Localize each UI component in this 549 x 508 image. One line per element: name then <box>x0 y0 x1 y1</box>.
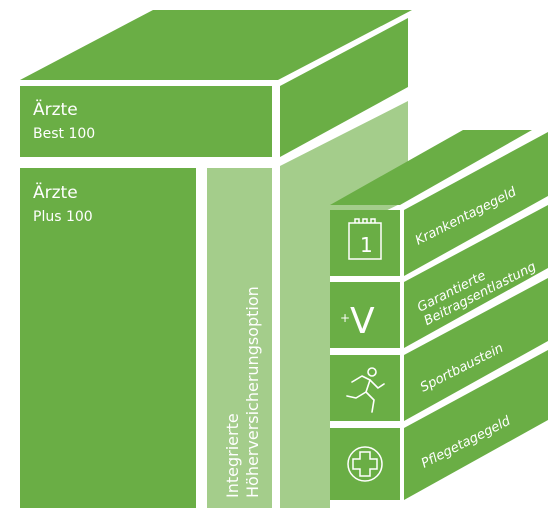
medical-cross-icon <box>347 446 383 482</box>
plus-v-icon: + V <box>340 301 375 342</box>
calendar-icon-day: 1 <box>360 233 373 257</box>
option-line-1: Integrierte <box>223 413 242 498</box>
module-tile-krankentagegeld <box>330 210 400 276</box>
block-plus-subtitle: Plus 100 <box>33 209 93 225</box>
module-side-sportbaustein <box>404 278 548 421</box>
block-best-subtitle: Best 100 <box>33 126 95 142</box>
block-plus-title: Ärzte <box>33 182 78 203</box>
module-side-beitragsentlastung <box>404 205 548 348</box>
option-line-2: Höherversicherungsoption <box>243 286 262 498</box>
svg-text:V: V <box>350 301 375 342</box>
block-best-title: Ärzte <box>33 99 78 120</box>
module-stack: 1 Krankentagegeld + V Garantierte Beitra… <box>330 130 548 500</box>
svg-text:+: + <box>340 311 350 325</box>
module-tile-pflegetagegeld <box>330 428 400 500</box>
block-aerzte-best-100 <box>20 86 272 157</box>
calendar-icon <box>348 218 382 260</box>
module-stack-top <box>330 130 532 205</box>
cube-top-face <box>20 10 412 80</box>
module-side-krankentagegeld <box>404 132 548 276</box>
module-tile-sportbaustein <box>330 355 400 421</box>
module-tile-beitragsentlastung <box>330 282 400 348</box>
block-hoeherversicherungsoption <box>207 168 272 508</box>
cube-top-side-face <box>280 18 408 157</box>
runner-icon <box>346 367 385 413</box>
block-aerzte-plus-100 <box>20 168 196 508</box>
module-side-pflegetagegeld <box>404 350 548 500</box>
